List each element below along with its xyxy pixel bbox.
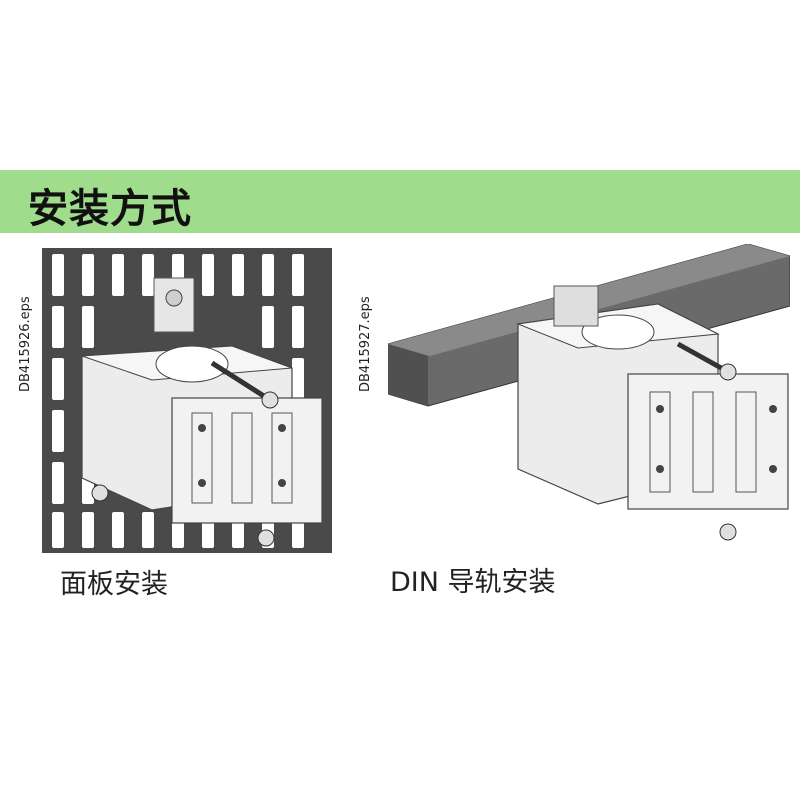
panel-mount-drawing-code: DB415926.eps [18,296,33,392]
panel-mount-illustration [42,248,332,553]
din-rail-drawing-code: DB415927.eps [358,296,373,392]
din-rail-mount-illustration [388,244,790,541]
panel-mount-caption: 面板安装 [60,569,168,600]
din-rail-mount-caption: DIN 导轨安装 [390,567,556,598]
section-banner: 安装方式 [0,170,800,233]
section-title: 安装方式 [28,186,192,232]
